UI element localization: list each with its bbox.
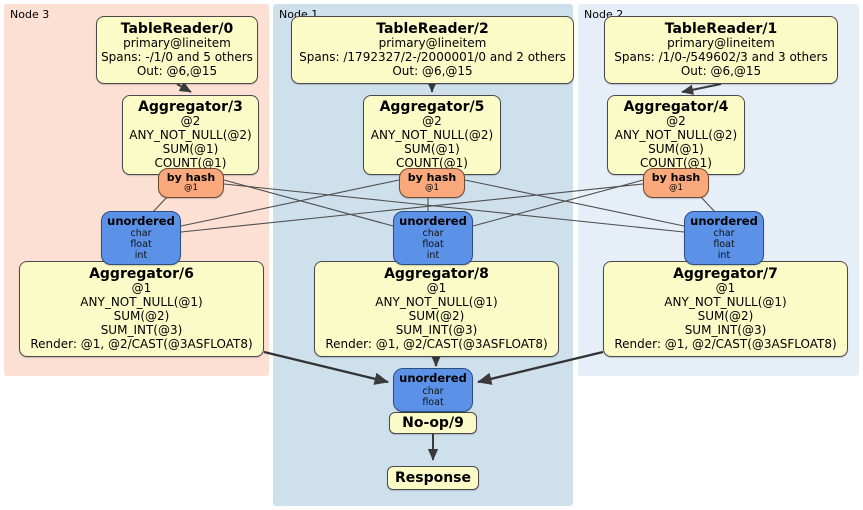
node-detail-line: ANY_NOT_NULL(@1) xyxy=(375,295,498,310)
node-detail-line: Out: @6,@15 xyxy=(392,64,473,79)
node-title: Aggregator/7 xyxy=(673,266,778,283)
node-detail-line: @1 xyxy=(425,183,439,194)
node-detail-line: ANY_NOT_NULL(@2) xyxy=(614,128,738,143)
node-detail-line: @1 xyxy=(715,281,736,296)
node-detail-line: char xyxy=(422,228,444,240)
node-detail-line: Render: @1, @2/CAST(@3ASFLOAT8) xyxy=(30,336,253,351)
node-title: unordered xyxy=(399,371,467,386)
node-detail-line: ANY_NOT_NULL(@2) xyxy=(370,128,494,143)
node-detail-line: Spans: /1792327/2-/2000001/0 and 2 other… xyxy=(299,50,566,65)
node-detail-line: SUM(@2) xyxy=(113,309,170,324)
node-detail-line: char xyxy=(713,228,735,240)
node-detail-line: int xyxy=(134,250,148,262)
node-detail-line: @2 xyxy=(180,114,201,129)
node-detail-line: primary@lineitem xyxy=(378,36,487,51)
node-title: unordered xyxy=(690,213,758,228)
node-title: Aggregator/6 xyxy=(89,266,194,283)
node-title: unordered xyxy=(107,213,175,228)
node-title: by hash xyxy=(407,170,457,184)
node-detail-line: COUNT(@1) xyxy=(154,156,227,171)
node-detail-line: SUM(@1) xyxy=(648,142,704,157)
node-detail-line: Out: @6,@15 xyxy=(136,64,218,79)
node-detail-line: char xyxy=(422,385,444,397)
terminal-noop-9[interactable]: No-op/9 xyxy=(389,412,477,434)
node-title: Aggregator/5 xyxy=(379,99,485,116)
node-detail-line: float xyxy=(422,239,444,251)
node-detail-line: @1 xyxy=(669,183,683,194)
node-detail-line: primary@lineitem xyxy=(123,36,231,51)
node-detail-line: Spans: /1/0-/549602/3 and 3 others xyxy=(614,50,828,65)
node-title: Aggregator/8 xyxy=(384,266,489,283)
node-detail-line: COUNT(@1) xyxy=(396,156,468,171)
node-detail-line: SUM_INT(@3) xyxy=(684,323,767,338)
node-title: Aggregator/4 xyxy=(623,99,729,116)
node-detail-line: ANY_NOT_NULL(@1) xyxy=(664,295,787,310)
node-detail-line: float xyxy=(422,396,444,408)
router-by-hash-right[interactable]: by hash@1 xyxy=(643,168,709,198)
node-detail-line: SUM_INT(@3) xyxy=(100,323,183,338)
node-title: Response xyxy=(394,469,472,486)
node-title: TableReader/2 xyxy=(376,21,489,38)
node-detail-line: @1 xyxy=(131,281,152,296)
node-title: Aggregator/3 xyxy=(138,99,243,116)
node-detail-line: @1 xyxy=(184,183,198,194)
router-by-hash-middle[interactable]: by hash@1 xyxy=(399,168,465,198)
node-detail-line: int xyxy=(426,250,440,262)
node-detail-line: SUM(@1) xyxy=(162,142,219,157)
node-detail-line: primary@lineitem xyxy=(667,36,775,51)
node-detail-line: Render: @1, @2/CAST(@3ASFLOAT8) xyxy=(325,336,548,351)
node-detail-line: @1 xyxy=(426,281,447,296)
node-detail-line: float xyxy=(713,239,735,251)
node-detail-line: Out: @6,@15 xyxy=(680,64,762,79)
node-detail-line: SUM(@1) xyxy=(404,142,460,157)
node-detail-line: SUM(@2) xyxy=(408,309,465,324)
node-detail-line: @2 xyxy=(422,114,442,129)
node-detail-line: float xyxy=(130,239,152,251)
node-detail-line: SUM_INT(@3) xyxy=(395,323,478,338)
node-detail-line: COUNT(@1) xyxy=(640,156,712,171)
node-detail-line: int xyxy=(717,250,731,262)
node-title: No-op/9 xyxy=(402,414,464,431)
node-detail-line: @2 xyxy=(666,114,686,129)
node-title: unordered xyxy=(399,213,467,228)
cluster-label-node3: Node 3 xyxy=(10,8,50,21)
node-detail-line: SUM(@2) xyxy=(697,309,754,324)
node-detail-line: Spans: -/1/0 and 5 others xyxy=(101,50,253,65)
router-by-hash-left[interactable]: by hash@1 xyxy=(158,168,224,198)
node-detail-line: char xyxy=(130,228,152,240)
node-title: TableReader/0 xyxy=(120,21,234,38)
terminal-response[interactable]: Response xyxy=(387,466,479,490)
node-detail-line: Render: @1, @2/CAST(@3ASFLOAT8) xyxy=(614,336,837,351)
node-detail-line: ANY_NOT_NULL(@2) xyxy=(129,128,252,143)
node-detail-line: ANY_NOT_NULL(@1) xyxy=(80,295,203,310)
node-title: TableReader/1 xyxy=(664,21,778,38)
